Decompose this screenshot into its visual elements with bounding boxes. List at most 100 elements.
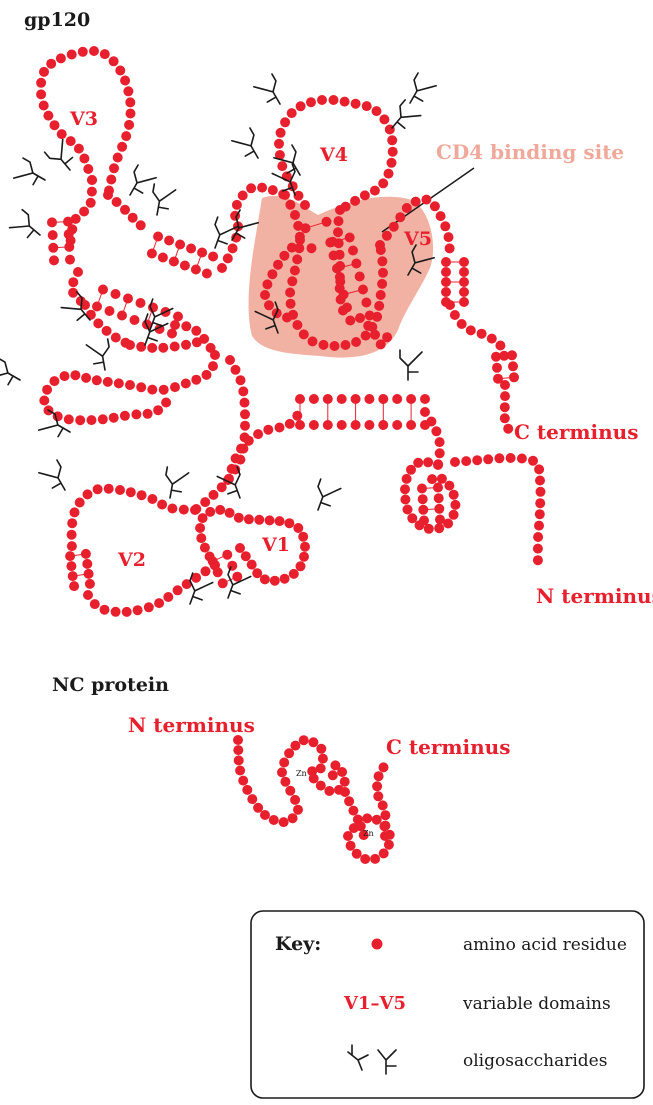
amino-acid-residue — [48, 230, 58, 240]
amino-acid-residue — [459, 257, 469, 267]
amino-acid-residue — [49, 376, 59, 386]
amino-acid-residue — [48, 243, 58, 253]
amino-acid-residue — [195, 523, 205, 533]
oligosaccharide-icon — [310, 479, 341, 515]
oligosaccharide-icon — [253, 74, 287, 111]
amino-acid-residue — [68, 571, 78, 581]
amino-acid-residue — [358, 285, 368, 295]
amino-acid-residue — [78, 47, 88, 57]
amino-acid-residue — [280, 117, 290, 127]
amino-acid-residue — [67, 541, 77, 551]
amino-acid-residue — [210, 350, 220, 360]
amino-acid-residue — [234, 513, 244, 523]
amino-acid-residue — [83, 590, 93, 600]
amino-acid-residue — [102, 326, 112, 336]
amino-acid-residue — [144, 602, 154, 612]
amino-acid-residue — [111, 333, 121, 343]
amino-acid-residue — [384, 169, 394, 179]
amino-acid-residue — [382, 231, 392, 241]
key-label-residue: amino acid residue — [463, 935, 627, 955]
amino-acid-residue — [434, 504, 444, 514]
amino-acid-residue — [487, 334, 497, 344]
amino-acid-residue — [167, 329, 177, 339]
amino-acid-residue — [158, 253, 168, 263]
amino-acid-residue — [238, 776, 248, 786]
amino-acid-residue — [277, 161, 287, 171]
amino-acid-residue — [117, 311, 127, 321]
amino-acid-residue — [253, 803, 263, 813]
amino-acid-residue — [400, 495, 410, 505]
amino-acid-residue — [124, 120, 134, 130]
amino-acid-residue — [89, 46, 99, 56]
amino-acid-residue — [293, 805, 303, 815]
amino-acid-residue — [441, 267, 451, 277]
amino-acid-residue — [109, 413, 119, 423]
amino-acid-residue — [494, 453, 504, 463]
amino-acid-residue — [70, 370, 80, 380]
amino-acid-residue — [81, 549, 91, 559]
amino-acid-residue — [67, 518, 77, 528]
amino-acid-residue — [274, 139, 284, 149]
amino-acid-residue — [115, 485, 125, 495]
amino-acid-residue — [280, 777, 290, 787]
amino-acid-residue — [36, 78, 46, 88]
amino-acid-residue — [345, 316, 355, 326]
amino-acid-residue — [433, 460, 443, 470]
amino-acid-residue — [208, 252, 218, 262]
amino-acid-residue — [418, 494, 428, 504]
amino-acid-residue — [200, 543, 210, 553]
amino-acid-residue — [79, 207, 89, 217]
amino-acid-residue — [200, 497, 210, 507]
amino-acid-residue — [342, 303, 352, 313]
amino-acid-residue — [434, 493, 444, 503]
amino-acid-residue — [284, 518, 294, 528]
amino-acid-residue — [296, 101, 306, 111]
amino-acid-residue — [392, 394, 402, 404]
amino-acid-residue — [324, 786, 334, 796]
amino-acid-residue — [449, 510, 459, 520]
amino-acid-residue — [50, 120, 60, 130]
oligosaccharide-icon — [123, 165, 157, 202]
amino-acid-residue — [67, 50, 77, 60]
amino-acid-residue — [263, 425, 273, 435]
amino-acid-residue — [282, 313, 292, 323]
amino-acid-residue — [87, 415, 97, 425]
amino-acid-residue — [126, 109, 136, 119]
amino-acid-residue — [264, 300, 274, 310]
amino-acid-residue — [316, 744, 326, 754]
amino-acid-residue — [411, 197, 421, 207]
amino-acid-residue — [292, 411, 302, 421]
amino-acid-residue — [477, 329, 487, 339]
amino-acid-residue — [63, 217, 73, 227]
amino-acid-residue — [57, 129, 67, 139]
amino-acid-residue — [421, 195, 431, 205]
amino-acid-residue — [225, 508, 235, 518]
amino-acid-residue — [535, 509, 545, 519]
amino-acid-residue — [192, 337, 202, 347]
amino-acid-residue — [402, 474, 412, 484]
amino-acid-residue — [232, 572, 242, 582]
amino-acid-residue — [163, 592, 173, 602]
amino-acid-residue — [238, 386, 248, 396]
amino-acid-residue — [202, 269, 212, 279]
amino-acid-residue — [98, 285, 108, 295]
amino-acid-residue — [362, 101, 372, 111]
amino-acid-residue — [120, 205, 130, 215]
amino-acid-residue — [82, 559, 92, 569]
oligosaccharide-icon — [86, 339, 113, 372]
amino-acid-residue — [181, 321, 191, 331]
amino-acid-residue — [64, 229, 74, 239]
amino-acid-residue — [170, 320, 180, 330]
amino-acid-residue — [232, 200, 242, 210]
amino-acid-residue — [98, 414, 108, 424]
amino-acid-residue — [507, 350, 517, 360]
amino-acid-residue — [472, 455, 482, 465]
amino-acid-residue — [378, 800, 388, 810]
amino-acid-residue — [103, 190, 113, 200]
amino-acid-residue — [247, 560, 257, 570]
amino-acid-residue — [279, 817, 289, 827]
amino-acid-residue — [300, 200, 310, 210]
amino-acid-residue — [257, 183, 267, 193]
key-title: Key: — [275, 933, 321, 955]
gp120-n-terminus-label: N terminus — [536, 584, 653, 608]
